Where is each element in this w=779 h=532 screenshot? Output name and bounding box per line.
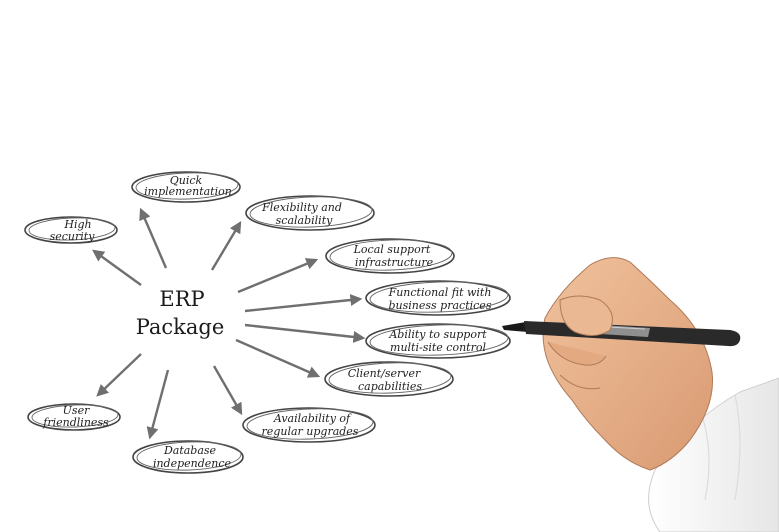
arrows [92,207,366,440]
arrow-flex [210,220,242,271]
node-security-line1: High [63,218,91,231]
center-line1: ERP [159,287,204,311]
center-line2: Package [136,315,225,339]
node-local-line1: Local support [353,243,431,256]
arrow-security [92,249,142,286]
node-upgrades-line2: regular upgrades [262,425,359,438]
hand-with-marker [502,257,779,532]
node-quick: Quick implementation [131,171,241,203]
node-client-line2: capabilities [358,380,422,393]
node-multisite: Ability to support multi-site control [365,323,511,359]
node-client-line1: Client/server [348,367,421,380]
node-functional-line1: Functional fit with [388,286,492,299]
center-label: ERP Package [136,287,225,339]
marker-tip [502,322,528,332]
node-multisite-line2: multi-site control [390,341,486,354]
node-quick-line2: implementation [144,185,232,198]
node-security-line2: security [50,230,96,243]
arrow-local [237,258,319,294]
node-multisite-line1: Ability to support [388,328,487,341]
node-quick-line1: Quick [170,174,203,187]
node-upgrades: Availability of regular upgrades [242,407,376,443]
node-user-line1: User [63,404,90,417]
node-local: Local support infrastructure [325,238,455,274]
node-functional: Functional fit with business practices [365,280,511,316]
node-database: Database independence [132,440,244,474]
arrow-database [146,369,170,440]
arrow-functional [244,294,363,313]
node-security: High security [24,216,118,244]
arrow-upgrades [212,365,243,416]
node-user-line2: friendliness [42,416,109,429]
arrow-user [96,353,142,397]
node-local-line2: infrastructure [355,256,434,269]
arrow-client [235,338,321,378]
node-flex-line1: Flexibility and [261,201,342,214]
node-user: User friendliness [27,403,121,431]
node-flex-line2: scalability [276,214,333,227]
node-functional-line2: business practices [389,299,492,312]
node-flex: Flexibility and scalability [245,195,375,231]
node-database-line2: independence [153,457,232,470]
arrow-quick [139,207,168,269]
hand [542,257,714,471]
node-upgrades-line1: Availability of [273,412,352,425]
arrow-multisite [244,323,366,343]
node-database-line1: Database [163,444,217,457]
node-client: Client/server capabilities [324,361,454,397]
